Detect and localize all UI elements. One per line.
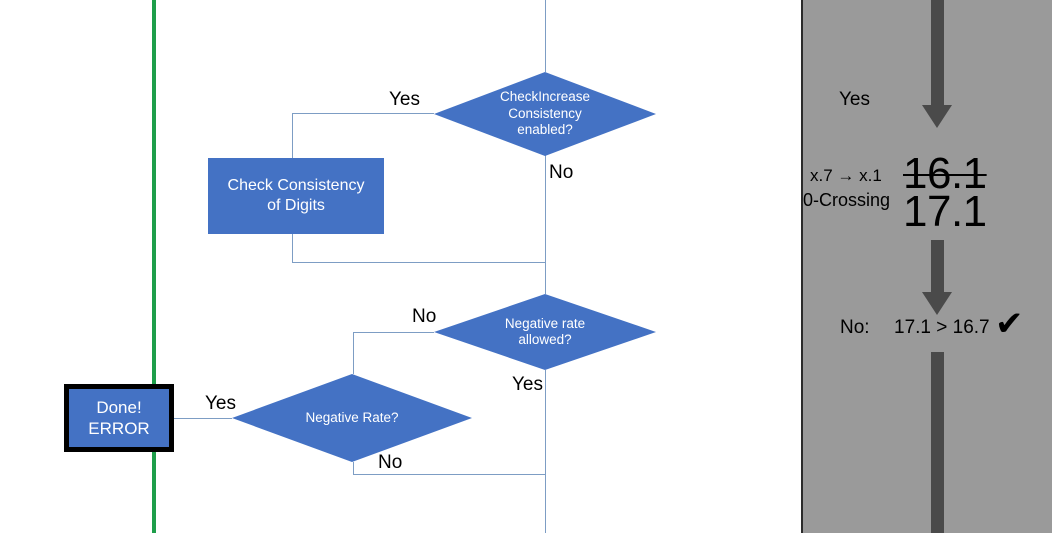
decision-check-increase-consistency[interactable]: CheckIncrease Consistency enabled? xyxy=(434,72,656,156)
decision-negative-rate-allowed[interactable]: Negative rate allowed? xyxy=(434,294,656,370)
process-done-error[interactable]: Done! ERROR xyxy=(64,384,174,452)
connector-yes-check-increase-vertical xyxy=(292,113,293,158)
edge-label-no-negative-rate-allowed: No xyxy=(412,306,437,327)
connector-yes-negative-rate xyxy=(174,418,232,419)
panel-arrow-2-shaft xyxy=(931,240,944,292)
connector-no-check-increase xyxy=(545,155,546,262)
edge-label-yes-check-increase: Yes xyxy=(389,89,420,110)
connector-consistency-return-horizontal xyxy=(292,262,545,263)
connector-no-negative-rate-vertical xyxy=(353,462,354,474)
decision-negative-rate-label: Negative Rate? xyxy=(305,409,399,425)
panel-comparison-expression: 17.1 > 16.7 xyxy=(894,317,990,338)
annotation-panel: Yes x.7 → x.1 0-Crossing 16.1 17.1 No: 1… xyxy=(801,0,1052,533)
connector-no-rate-allowed-vertical xyxy=(353,332,354,374)
connector-no-rate-allowed-horizontal xyxy=(353,332,434,333)
panel-comparison-prefix: No: xyxy=(840,317,870,338)
edge-label-no-check-increase: No xyxy=(549,162,574,183)
process-check-consistency-of-digits-label: Check Consistency of Digits xyxy=(227,177,365,214)
green-divider-line xyxy=(152,0,156,533)
decision-negative-rate[interactable]: Negative Rate? xyxy=(232,374,472,462)
panel-check-icon: ✔ xyxy=(995,305,1024,343)
panel-arrow-1-head xyxy=(922,105,952,128)
connector-spine-bottom xyxy=(545,474,546,533)
connector-no-negative-rate-horizontal xyxy=(353,474,545,475)
edge-label-yes-negative-rate: Yes xyxy=(205,393,236,414)
panel-arrow-3-shaft xyxy=(931,352,944,533)
panel-annotation-line-1: x.7 → x.1 xyxy=(810,166,882,185)
process-done-error-label: Done! ERROR xyxy=(88,397,150,438)
connector-into-check-increase xyxy=(545,0,546,72)
panel-value-current: 17.1 xyxy=(903,187,987,236)
panel-yes-label: Yes xyxy=(839,89,870,110)
panel-arrow-1-shaft xyxy=(931,0,944,105)
decision-check-increase-consistency-label: CheckIncrease Consistency enabled? xyxy=(499,89,591,138)
connector-yes-rate-allowed xyxy=(545,370,546,474)
process-check-consistency-of-digits[interactable]: Check Consistency of Digits xyxy=(208,158,384,234)
connector-yes-check-increase-horizontal xyxy=(292,113,434,114)
panel-arrow-2-head xyxy=(922,292,952,315)
connector-consistency-return-vertical xyxy=(292,234,293,262)
edge-label-no-negative-rate: No xyxy=(378,452,403,473)
panel-value-superseded: 16.1 xyxy=(903,149,987,198)
decision-negative-rate-allowed-label: Negative rate allowed? xyxy=(504,315,586,347)
panel-annotation-line-2: 0-Crossing xyxy=(803,190,891,210)
connector-spine-to-negative-rate-allowed xyxy=(545,262,546,294)
edge-label-yes-negative-rate-allowed: Yes xyxy=(512,374,543,395)
